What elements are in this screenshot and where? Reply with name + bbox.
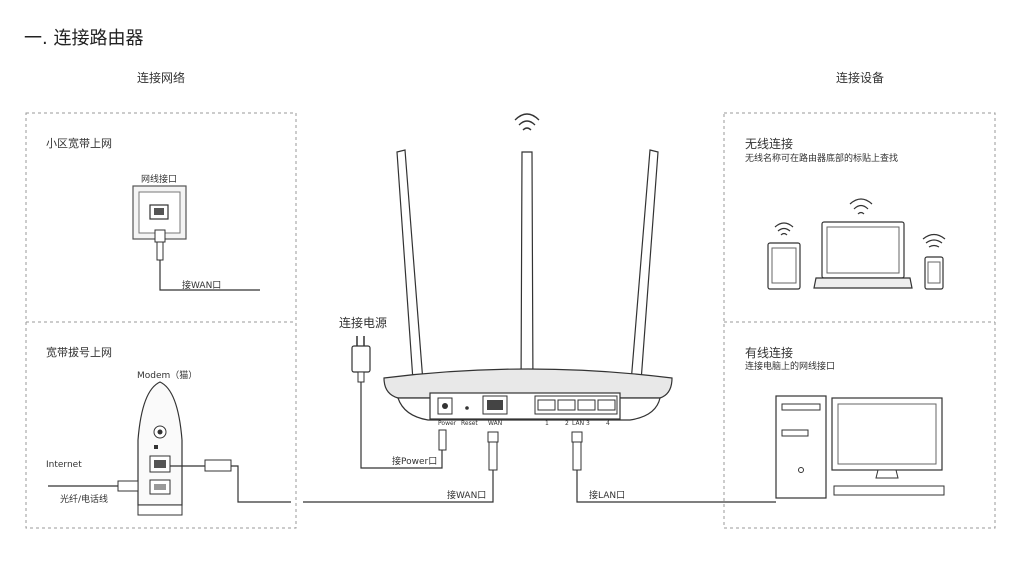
internet-label: Internet <box>46 460 82 470</box>
laptop-icon <box>813 198 913 289</box>
desktop-pc-icon <box>775 395 945 499</box>
ethernet-plug-icon <box>154 229 260 291</box>
phone-icon <box>922 233 946 290</box>
right-panel-frame <box>723 112 996 529</box>
power-title: 连接电源 <box>339 316 388 330</box>
wireless-desc: 无线名称可在路由器底部的标贴上查找 <box>745 154 899 164</box>
page-title: 一. 连接路由器 <box>24 28 144 49</box>
section1-title: 小区宽带上网 <box>46 137 112 150</box>
port-label-wan: WAN <box>488 420 503 427</box>
port-label-3: 3 <box>586 420 590 427</box>
right-header: 连接设备 <box>836 71 885 85</box>
port-label-1: 1 <box>545 420 549 427</box>
section2-title: 宽带拔号上网 <box>46 346 112 359</box>
wan-label-1: 接WAN口 <box>182 281 222 291</box>
port-label-power: Power <box>438 420 457 427</box>
wall-jack-icon <box>132 185 187 240</box>
port-label-4: 4 <box>606 420 610 427</box>
router-icon <box>383 149 673 421</box>
power-adapter-icon <box>351 336 447 469</box>
port-label-lan: LAN <box>572 420 585 427</box>
fiber-label: 光纤/电话线 <box>60 495 109 505</box>
port-label-reset: Reset <box>461 420 478 427</box>
lan-port-label: 接LAN口 <box>589 491 626 501</box>
left-panel-frame <box>25 112 297 529</box>
wired-title: 有线连接 <box>745 346 794 360</box>
wireless-title: 无线连接 <box>745 137 794 151</box>
modem-icon <box>137 381 183 516</box>
tablet-icon <box>767 222 801 290</box>
port-label-2: 2 <box>565 420 569 427</box>
wired-desc: 连接电脑上的网线接口 <box>745 362 836 372</box>
jack-label: 网线接口 <box>141 175 178 185</box>
wifi-icon <box>514 113 540 131</box>
left-header: 连接网络 <box>137 71 186 85</box>
modem-label: Modem（猫） <box>137 371 198 381</box>
power-port-label: 接Power口 <box>392 457 438 467</box>
wan-port-label: 接WAN口 <box>447 491 487 501</box>
